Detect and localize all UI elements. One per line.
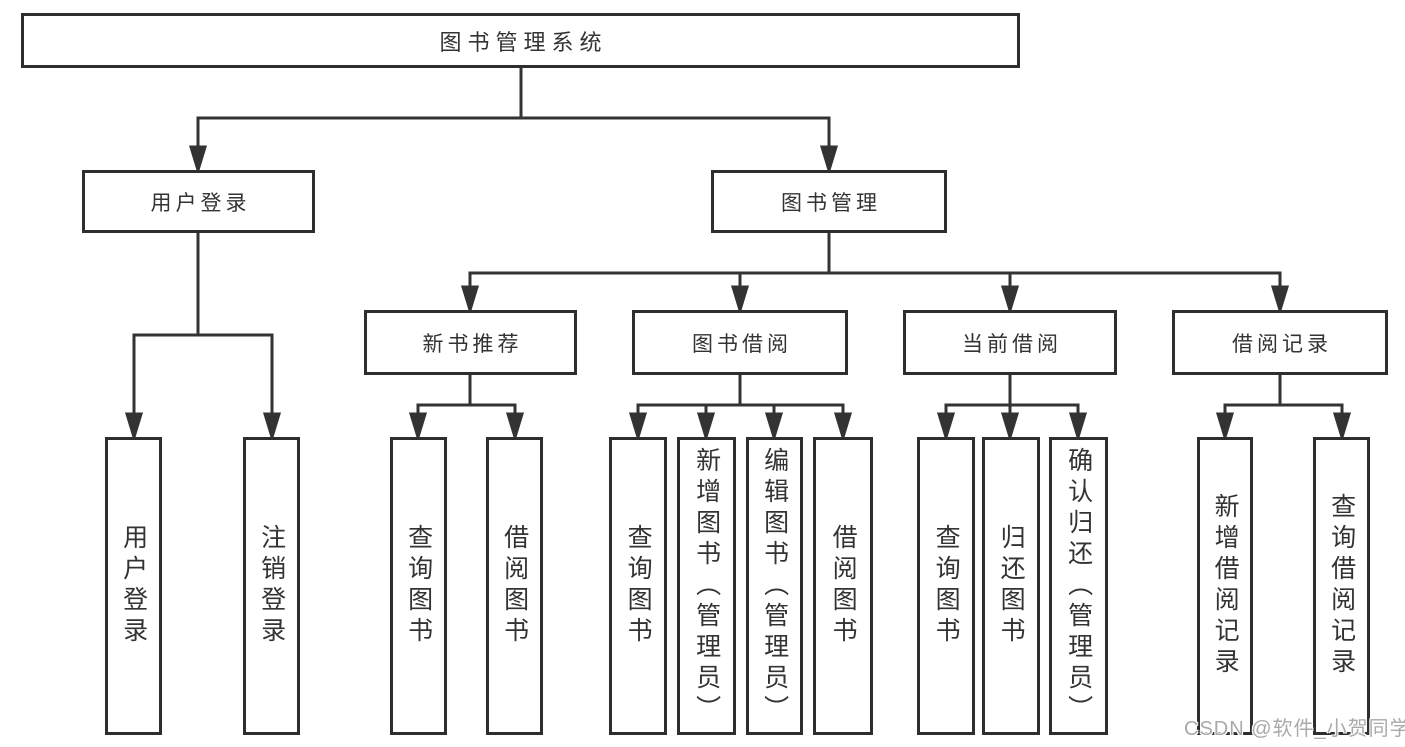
node-label: 借阅图书 (500, 524, 529, 648)
leaf-user-login: 用户登录 (105, 437, 162, 735)
connector-book-management-children (460, 233, 1290, 316)
node-label: 编辑图书（管理员） (760, 446, 789, 726)
node-borrow-record: 借阅记录 (1172, 310, 1388, 375)
connector-new-book-children (408, 375, 525, 443)
connector-user-login-children (124, 233, 282, 443)
leaf-logout: 注销登录 (243, 437, 300, 735)
connector-borrow-record-children (1215, 375, 1352, 443)
leaf-query-book-current: 查询图书 (917, 437, 975, 735)
node-label: 新增图书（管理员） (692, 446, 721, 726)
leaf-query-book-borrow: 查询图书 (609, 437, 667, 735)
node-label: 确认归还（管理员） (1064, 446, 1093, 726)
node-label: 归还图书 (997, 524, 1026, 648)
leaf-return-book: 归还图书 (982, 437, 1040, 735)
node-label: 查询图书 (404, 524, 433, 648)
node-system-root: 图书管理系统 (21, 13, 1020, 68)
node-new-book-recommend: 新书推荐 (364, 310, 577, 375)
node-current-borrow: 当前借阅 (903, 310, 1117, 375)
connector-current-borrow-children (936, 375, 1088, 443)
node-label: 查询图书 (932, 524, 961, 648)
leaf-borrow-book: 借阅图书 (813, 437, 873, 735)
leaf-edit-book-admin: 编辑图书（管理员） (746, 437, 803, 735)
csdn-watermark: CSDN @软件_小贺同学 (1184, 718, 1405, 740)
node-label: 当前借阅 (962, 332, 1062, 356)
leaf-confirm-return-admin: 确认归还（管理员） (1049, 437, 1108, 735)
leaf-query-borrow-record: 查询借阅记录 (1313, 437, 1370, 735)
node-label: 用户登录 (150, 191, 251, 215)
node-label: 图书管理系统 (439, 29, 608, 55)
leaf-add-book-admin: 新增图书（管理员） (677, 437, 736, 735)
leaf-query-book-recommend: 查询图书 (390, 437, 447, 735)
node-book-management: 图书管理 (711, 170, 947, 233)
node-label: 图书借阅 (692, 332, 792, 356)
node-book-borrow: 图书借阅 (632, 310, 848, 375)
connector-root-to-level2 (188, 68, 839, 176)
node-label: 查询图书 (624, 524, 653, 648)
node-label: 借阅图书 (829, 524, 858, 648)
node-label: 查询借阅记录 (1327, 493, 1356, 679)
connector-book-borrow-children (628, 375, 853, 443)
leaf-add-borrow-record: 新增借阅记录 (1197, 437, 1253, 735)
leaf-borrow-book-recommend: 借阅图书 (486, 437, 543, 735)
node-label: 新书推荐 (422, 332, 523, 356)
node-label: 图书管理 (781, 191, 881, 215)
node-user-login: 用户登录 (82, 170, 315, 233)
node-label: 注销登录 (257, 524, 286, 648)
node-label: 新增借阅记录 (1211, 493, 1240, 679)
node-label: 借阅记录 (1232, 332, 1332, 356)
node-label: 用户登录 (119, 524, 148, 648)
